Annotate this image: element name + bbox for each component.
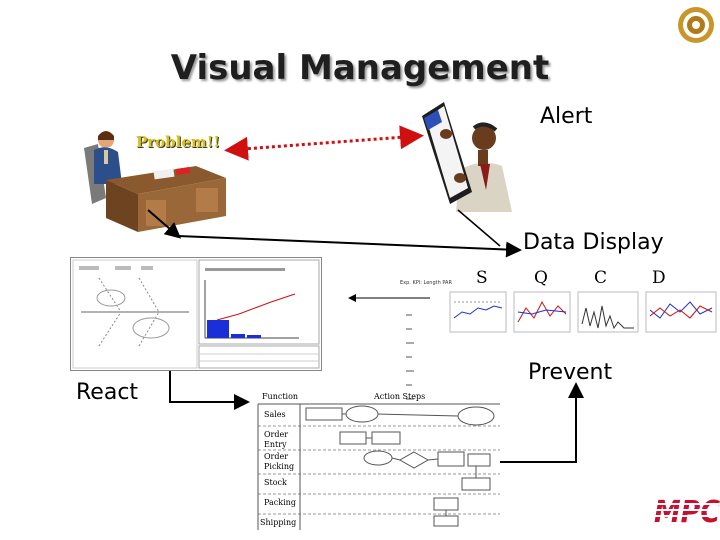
sqcd-c: C [594, 268, 607, 288]
prevent-label: Prevent [528, 360, 612, 385]
sqcd-s: S [476, 268, 488, 288]
lane-sales: Sales [264, 410, 286, 419]
kpi-header: Exp. KPI: Length PAR [400, 280, 452, 286]
lane-stock: Stock [264, 478, 287, 487]
alert-dotted-arrow [230, 136, 418, 150]
data-display-label: Data Display [523, 230, 664, 255]
swimlane-header-steps: Action Steps [374, 392, 425, 401]
to-data-display-arrow [178, 236, 518, 250]
mpc-logo: MPC [654, 492, 720, 528]
lane-order-picking: Order Picking [264, 452, 298, 472]
swimlane-process-map: Function Action Steps Sales Order Entry … [254, 392, 504, 532]
lane-shipping: Shipping [260, 518, 296, 527]
sqcd-mini-charts [448, 288, 720, 334]
swimlane-header-function: Function [262, 392, 298, 401]
lane-order-entry: Order Entry [264, 430, 298, 450]
mpc-logo-text: MPC [654, 495, 720, 528]
prevent-arrow [500, 386, 576, 462]
lane-packing: Packing [264, 498, 296, 507]
mpc-logo-icon: MPC [654, 492, 720, 528]
analysis-diagram-thumbnail [71, 258, 321, 370]
react-label: React [76, 380, 138, 405]
analysis-panel [70, 257, 322, 371]
sqcd-q: Q [534, 268, 548, 288]
sqcd-d: D [652, 268, 666, 288]
desk-to-display-arrow [148, 210, 178, 236]
sqcd-dashboard: Exp. KPI: Length PAR S Q C D [400, 262, 720, 334]
